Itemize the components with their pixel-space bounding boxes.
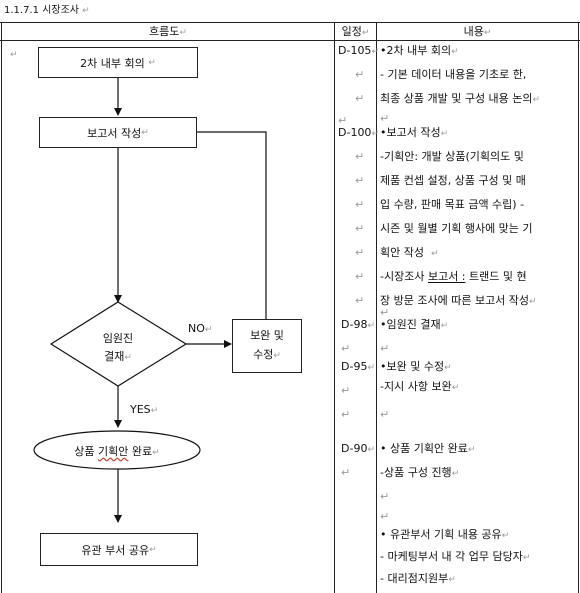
content-report-line4: 시즌 및 월별 기획 행사에 맞는 기 (380, 222, 533, 235)
decision-label: 임원진 결재↵ (102, 332, 134, 363)
spellcheck-underline: 기획안 (98, 445, 129, 458)
content-meeting-title: •2차 내부 회의↵ (380, 44, 459, 57)
content-share-line1: - 마케팅부서 내 각 업무 담당자↵ (380, 550, 531, 563)
table-top-border (0, 22, 580, 23)
no-label: NO↵ (188, 322, 213, 335)
flowchart-connectors (33, 78, 267, 523)
header-schedule: 일정↵ (341, 25, 370, 38)
schedule-d90: D-90↵ (341, 442, 375, 455)
content-share-line2: - 대리점지원부↵ (380, 572, 456, 585)
schedule-d105: D-105↵ (338, 44, 379, 57)
complete-ellipse (33, 430, 201, 470)
header-content: 내용↵ (463, 25, 492, 38)
schedule-d100: D-100↵ (338, 126, 379, 139)
content-report-line2: 제품 컨셉 설정, 상품 구성 및 매 (380, 174, 526, 187)
step-share-departments: 유관 부서 공유↵ (40, 533, 198, 566)
column-divider-1 (334, 22, 335, 593)
content-approval-title: •임원진 결재↵ (380, 318, 449, 331)
content-report-line3: 입 수량, 판매 목표 금액 수립) - (380, 198, 525, 211)
yes-label: YES↵ (130, 403, 159, 416)
content-revise-title: •보완 및 수정↵ (380, 360, 452, 373)
content-report-title: •보고서 작성↵ (380, 126, 449, 139)
section-title: 1.1.7.1 시장조사 ↵ (4, 5, 90, 16)
step-plan-complete-label: 상품 기획안 완료 (74, 445, 153, 458)
report-underlined-term: 보고서 : (427, 270, 466, 283)
step-write-report: 보고서 작성↵ (39, 117, 197, 148)
content-report-line5: 획안 작성 ↵ (380, 246, 439, 259)
step-revise: 보완 및 수정↵ (232, 319, 302, 373)
content-complete-title: • 상품 기획안 완료↵ (380, 442, 476, 455)
content-report-line1: -기획안: 개발 상품(기획의도 및 (380, 150, 524, 163)
table-right-border (578, 22, 579, 593)
schedule-d98: D-98↵ (341, 318, 375, 331)
decision-diamond (49, 301, 188, 387)
column-divider-2 (376, 22, 377, 593)
flow-cell-mark: ↵ (10, 50, 18, 60)
table-left-border (1, 22, 2, 593)
content-report-line7: 장 방문 조사에 따른 보고서 작성↵ (380, 294, 537, 307)
content-revise-line1: -지시 사항 보완↵ (380, 380, 460, 393)
step-plan-complete: 상품 기획안 완료↵ (74, 445, 160, 458)
content-share-title: • 유관부서 기획 내용 공유↵ (380, 528, 510, 541)
content-meeting-line1: - 기본 데이터 내용을 기초로 한, (380, 68, 527, 81)
line-revise-feedback (196, 131, 267, 319)
schedule-d95: D-95↵ (341, 360, 375, 373)
content-complete-line1: -상품 구성 진행↵ (380, 466, 460, 479)
step-internal-meeting: 2차 내부 회의 ↵ (38, 47, 198, 78)
content-report-line6: -시장조사 보고서 : 트랜드 및 현 (380, 270, 527, 283)
content-meeting-line2: 최종 상품 개발 및 구성 내용 논의↵ (380, 92, 541, 105)
header-bottom-border (0, 40, 580, 41)
header-flow: 흐름도↵ (149, 25, 187, 38)
